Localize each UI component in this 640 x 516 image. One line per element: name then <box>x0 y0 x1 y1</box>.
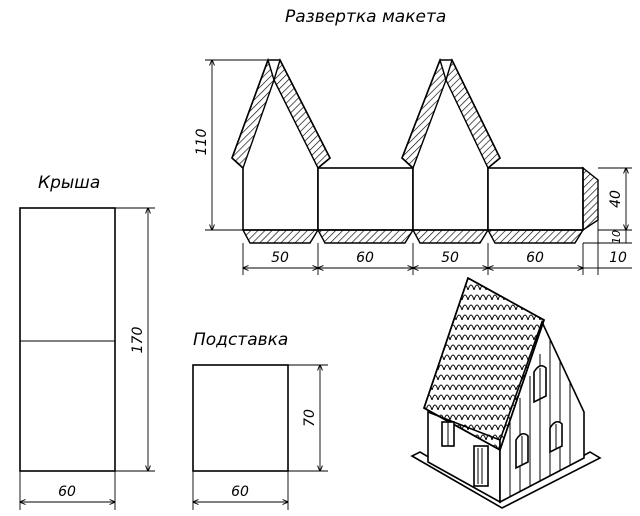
net-bottom-flap-2 <box>316 229 415 244</box>
roof-part <box>19 207 116 472</box>
base-dimensions: 70 60 <box>193 365 328 510</box>
dim-net-side-flap: 10 <box>609 250 627 266</box>
net-side-wall-2 <box>487 167 584 231</box>
base-part <box>192 364 289 472</box>
dim-net-width-4: 60 <box>526 250 544 266</box>
net-bottom-flap-1 <box>241 229 320 244</box>
dim-roof-height: 170 <box>130 327 146 354</box>
net-side-wall-1 <box>317 167 414 231</box>
iso-front-door <box>473 445 489 487</box>
dim-net-width-3: 50 <box>441 250 459 266</box>
roof-dimensions: 170 60 <box>20 208 155 510</box>
dim-net-height: 110 <box>194 129 210 156</box>
base-title: Подставка <box>193 330 288 350</box>
dim-base-width: 60 <box>231 484 249 500</box>
house-isometric-view <box>410 276 602 509</box>
net-dimensions: 110 50 60 50 60 10 40 10 <box>194 60 632 275</box>
dim-roof-width: 60 <box>58 484 76 500</box>
dim-net-width-2: 60 <box>356 250 374 266</box>
dim-net-flap-height: 40 <box>608 190 624 208</box>
dim-base-height: 70 <box>302 409 318 427</box>
net-bottom-flap-4 <box>486 229 585 244</box>
net-title: Развертка макета <box>285 7 446 27</box>
net-bottom-flap-3 <box>411 229 490 244</box>
net-gable-1-left-flap <box>231 57 275 170</box>
dim-net-width-1: 50 <box>271 250 289 266</box>
house-net <box>231 57 599 244</box>
net-side-glue-flap <box>582 166 599 232</box>
roof-title: Крыша <box>38 173 100 193</box>
dim-net-bottom-flap: 10 <box>610 230 623 244</box>
